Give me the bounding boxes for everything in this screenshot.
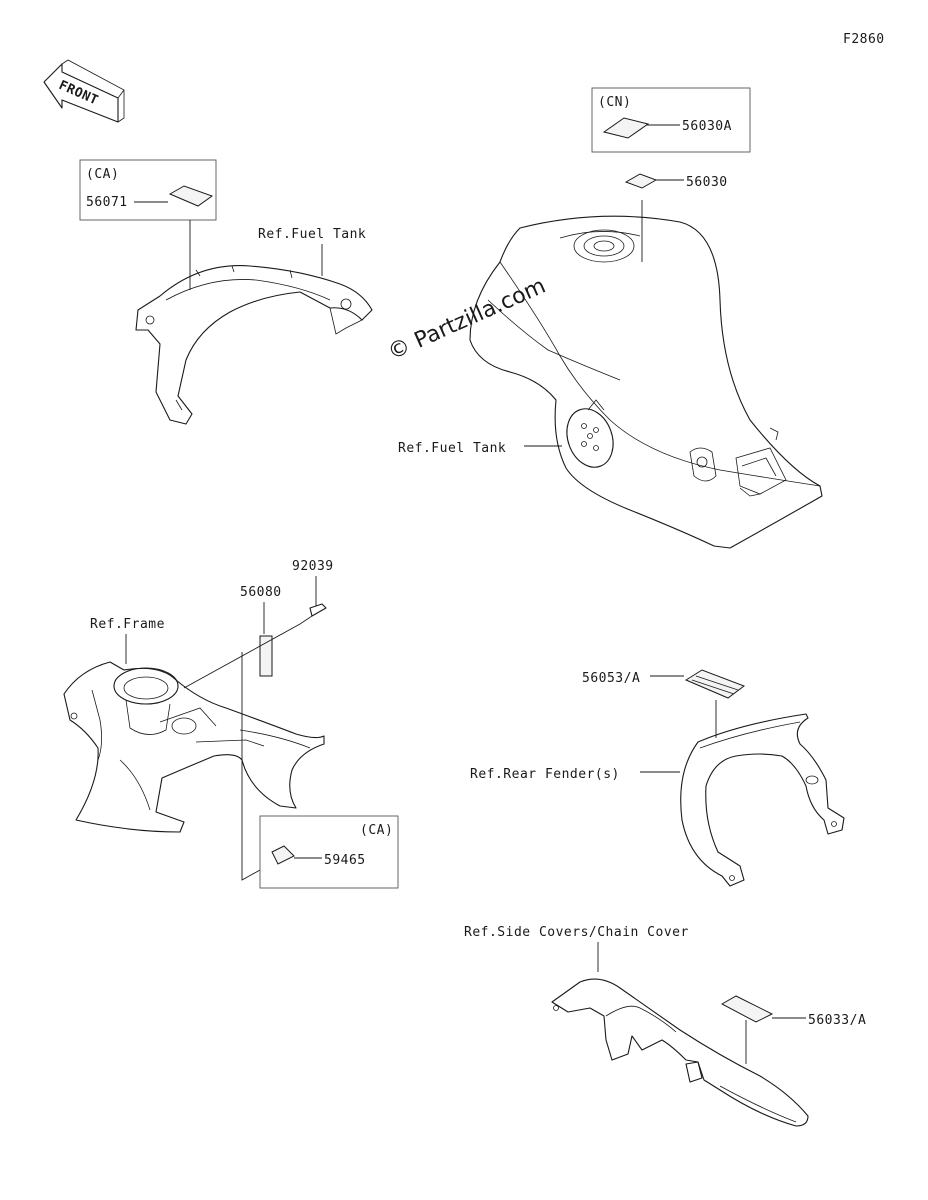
part-number-59465: 59465: [324, 853, 366, 868]
ref-frame-label: Ref.Frame: [90, 617, 165, 632]
ca-label-top: (CA): [86, 167, 119, 182]
ca-callout-box-bottom: [259, 815, 399, 889]
part-number-56030A: 56030A: [682, 119, 732, 134]
figure-code: F2860: [843, 32, 885, 47]
ref-side-covers-label: Ref.Side Covers/Chain Cover: [464, 925, 689, 940]
chain-cover: [551, 978, 809, 1127]
decal-56053A: [684, 669, 746, 699]
part-number-56053A: 56053/A: [582, 671, 640, 686]
part-number-56033A: 56033/A: [808, 1013, 866, 1028]
part-number-92039: 92039: [292, 559, 334, 574]
watermark: © Partzilla.com: [384, 274, 549, 366]
decal-56030A: [602, 117, 650, 139]
part-number-56030: 56030: [686, 175, 728, 190]
decal-59465: [271, 845, 295, 865]
fuel-tank: [469, 215, 823, 549]
cn-callout-box: [591, 87, 751, 153]
ca-callout-box-top: [79, 159, 217, 221]
rear-fender: [680, 713, 845, 887]
decal-56033A: [720, 995, 774, 1023]
cn-label: (CN): [598, 95, 631, 110]
fuel-tank-front-bracket: [135, 265, 373, 425]
plate-56080: [259, 635, 273, 677]
decal-56030: [624, 173, 658, 189]
ref-fuel-tank-label-top: Ref.Fuel Tank: [258, 227, 366, 242]
front-arrow-icon: FRONT: [43, 59, 125, 123]
ref-fuel-tank-label-right: Ref.Fuel Tank: [398, 441, 506, 456]
part-number-56071: 56071: [86, 195, 128, 210]
rivet-92039: [309, 603, 327, 617]
ref-rear-fender-label: Ref.Rear Fender(s): [470, 767, 620, 782]
frame-steering-head: [63, 661, 325, 833]
ca-label-bottom: (CA): [360, 823, 393, 838]
part-number-56080: 56080: [240, 585, 282, 600]
decal-56071: [168, 185, 214, 207]
front-arrow-label: FRONT: [56, 78, 100, 109]
